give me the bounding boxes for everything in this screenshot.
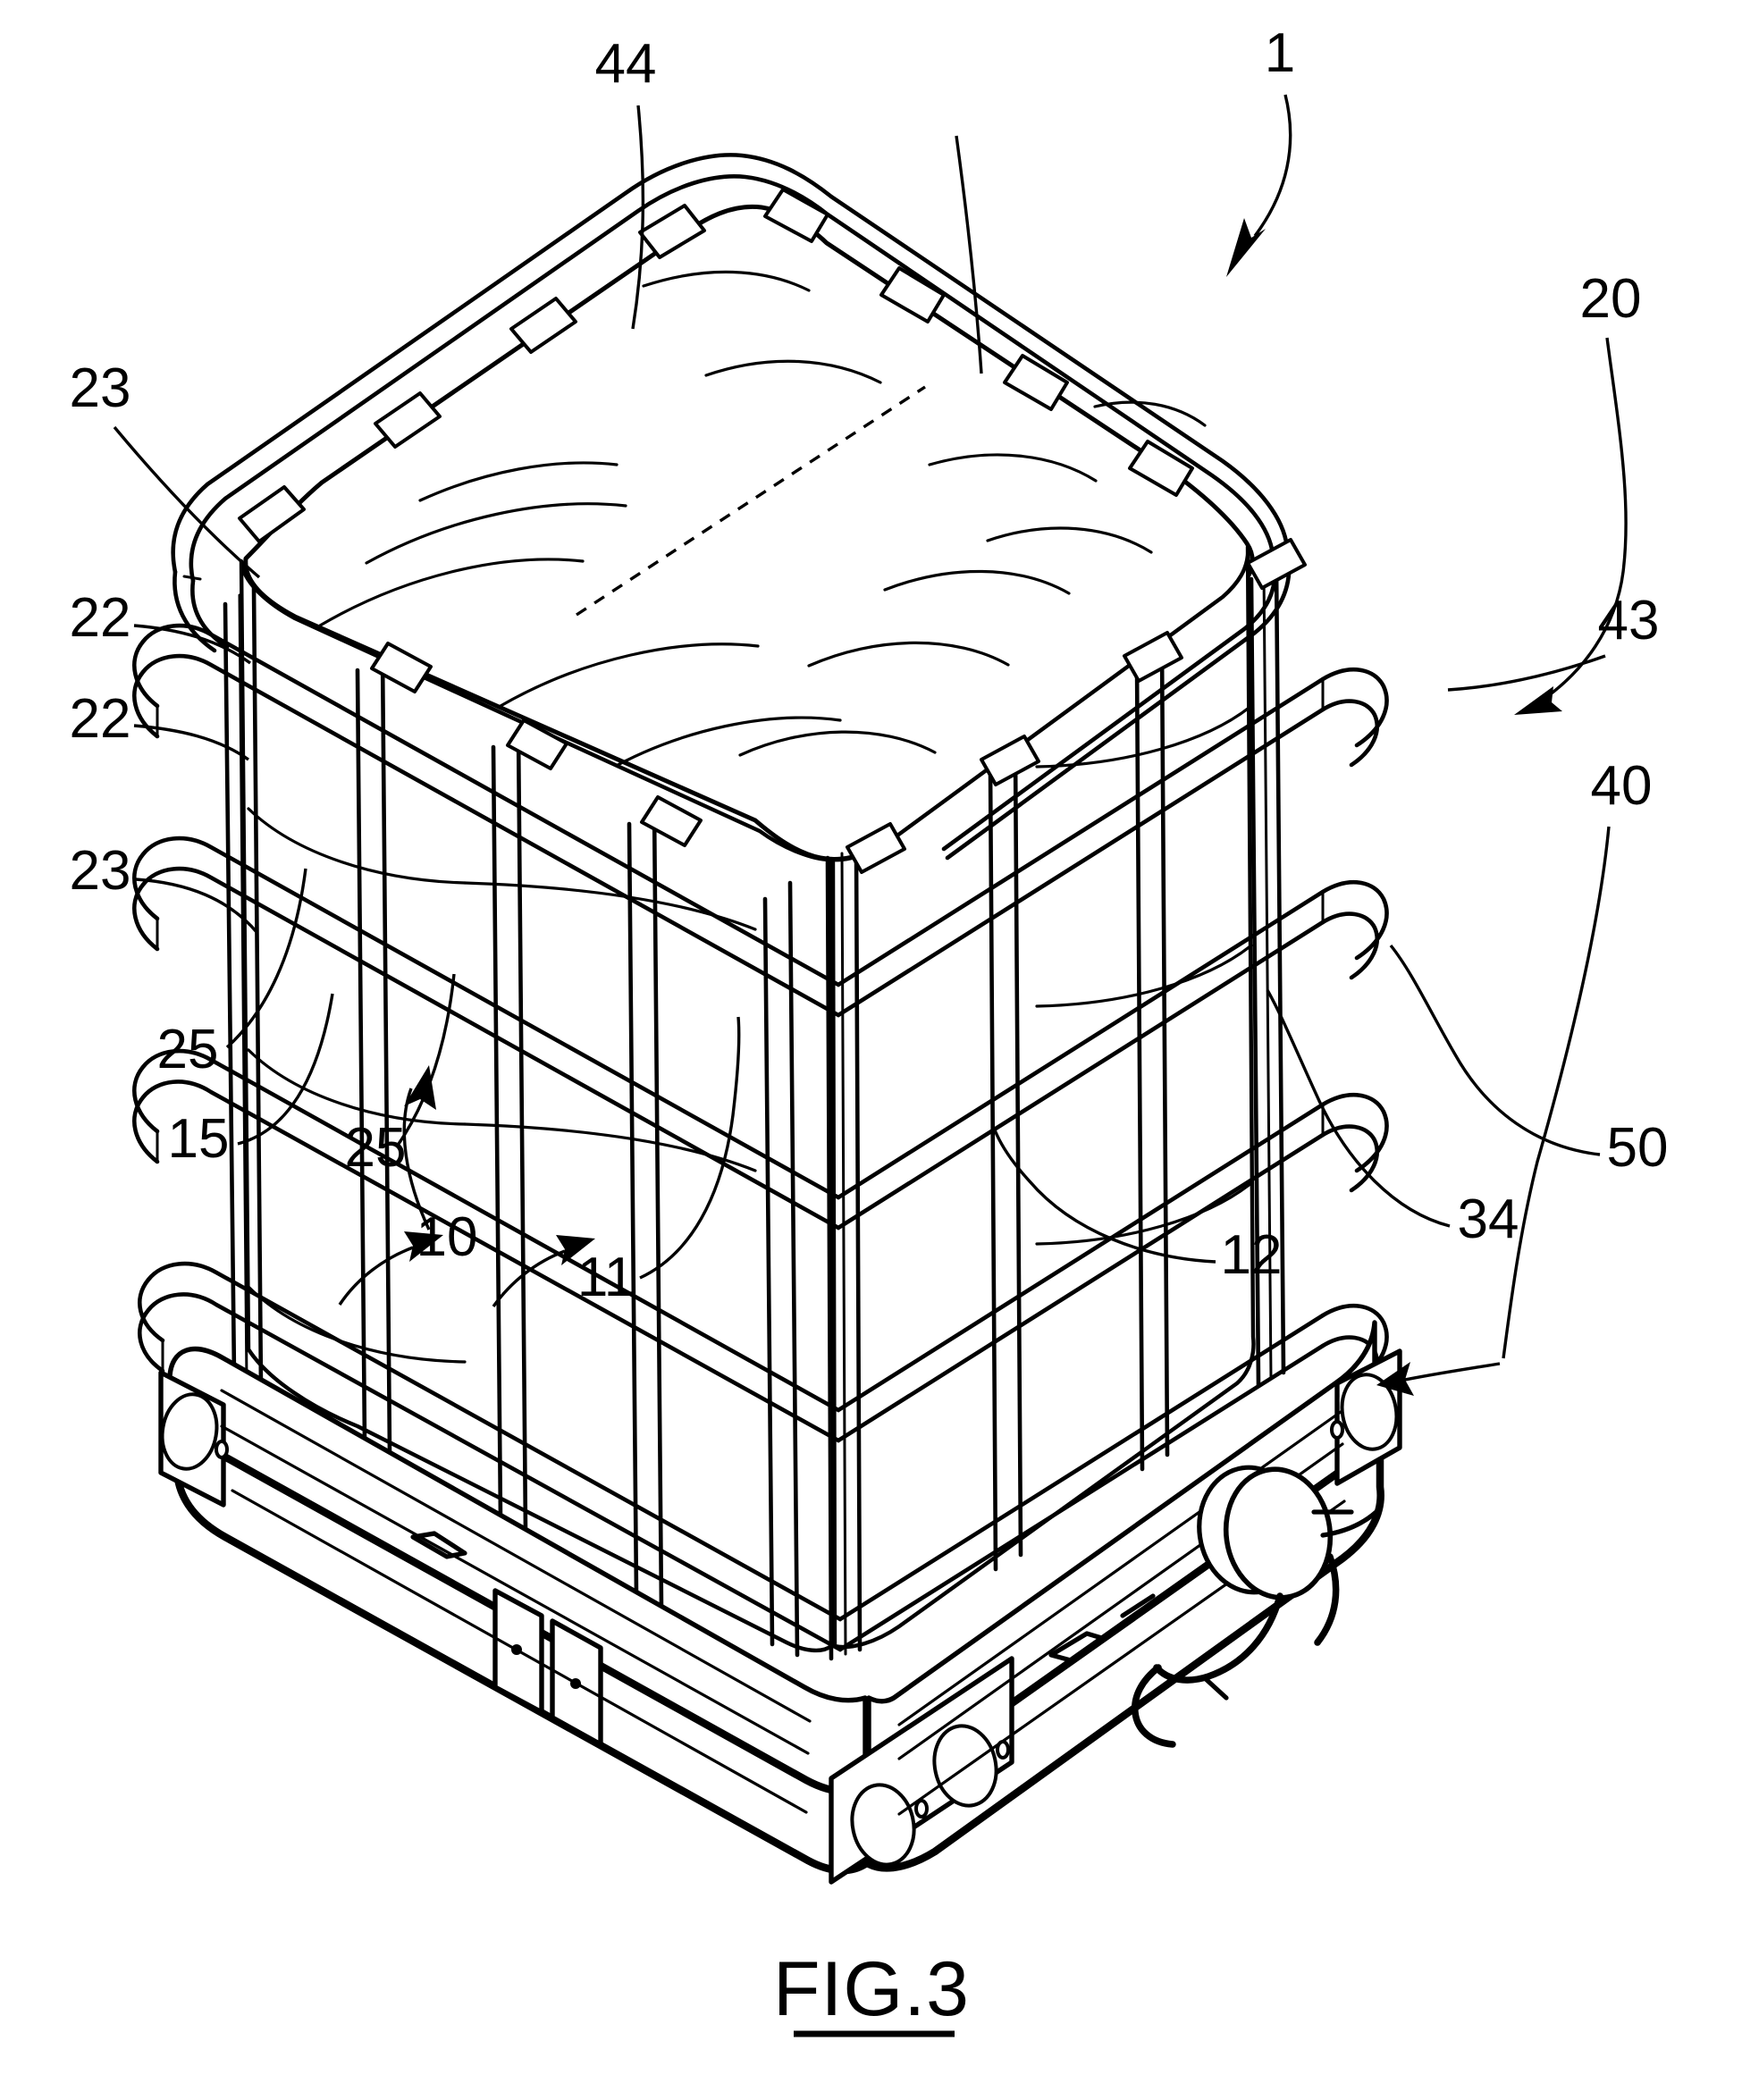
leader-10 bbox=[402, 1065, 436, 1231]
figure-caption: FIG.3 bbox=[773, 1946, 970, 2037]
discharge-valve-assembly bbox=[1132, 1465, 1383, 1748]
cage-rail-3 bbox=[132, 836, 1389, 1231]
clip-4 bbox=[638, 204, 706, 259]
ref-numeral-44: 44 bbox=[595, 33, 657, 95]
ref-numeral-15: 15 bbox=[168, 1108, 230, 1170]
cage-post-f3 bbox=[627, 805, 664, 1611]
pallet-corner-foot-front bbox=[829, 1656, 1014, 1885]
cage-post-front-center-corner bbox=[825, 846, 863, 1661]
cage-post-front-left-corner bbox=[223, 584, 264, 1391]
leader-line-40 bbox=[1502, 826, 1611, 1359]
ref-numeral-43: 43 bbox=[1598, 590, 1660, 651]
leader-1 bbox=[1226, 94, 1292, 277]
inner-liner-top bbox=[243, 204, 1255, 861]
ref-numeral-25-lower: 25 bbox=[345, 1117, 407, 1179]
pallet-base bbox=[158, 1320, 1402, 1885]
cage-rail-clips bbox=[238, 188, 1307, 874]
arrow-liner-left-b bbox=[492, 1235, 595, 1307]
leader-line-23-upper bbox=[113, 425, 261, 579]
internal-indicator-arrows bbox=[338, 1231, 1501, 1396]
leader-line-25-lower bbox=[397, 973, 456, 1145]
clip-12 bbox=[846, 822, 906, 874]
pallet-corner-foot-right bbox=[1330, 1348, 1402, 1486]
leader-line-15 bbox=[237, 993, 334, 1146]
pallet-corner-foot-left bbox=[158, 1370, 229, 1508]
clip-3 bbox=[509, 297, 577, 354]
ref-numeral-12: 12 bbox=[1221, 1224, 1283, 1286]
ref-numeral-22-upper: 22 bbox=[70, 587, 131, 649]
clip-15 bbox=[370, 642, 433, 693]
cage-rail-2 bbox=[132, 623, 1389, 1018]
ref-numeral-20: 20 bbox=[1580, 268, 1642, 330]
ref-numeral-34: 34 bbox=[1458, 1189, 1519, 1250]
leader-line-22-upper bbox=[133, 624, 251, 665]
arrow-liner-left-a bbox=[338, 1231, 443, 1306]
clip-13 bbox=[640, 795, 703, 847]
cage-post-r2 bbox=[1134, 643, 1170, 1472]
leader-line-22-lower bbox=[133, 724, 249, 761]
cage-post-f2 bbox=[491, 728, 528, 1534]
cage-post-r1 bbox=[988, 748, 1023, 1572]
clip-9 bbox=[1246, 538, 1307, 590]
leader-line-43 bbox=[1447, 654, 1606, 692]
clip-14 bbox=[506, 718, 568, 770]
clip-6 bbox=[879, 266, 946, 323]
ref-numeral-1: 1 bbox=[1265, 22, 1295, 84]
ref-numeral-40: 40 bbox=[1591, 755, 1653, 817]
leader-line-23-lower bbox=[135, 878, 259, 935]
leader-line-34 bbox=[1266, 989, 1451, 1228]
ref-numeral-23-upper: 23 bbox=[70, 357, 131, 419]
ref-numeral-11: 11 bbox=[577, 1247, 635, 1308]
leader-line-12 bbox=[992, 1127, 1216, 1264]
leader-44 bbox=[955, 135, 983, 374]
ref-numeral-10: 10 bbox=[417, 1206, 478, 1268]
cage-post-right-corner bbox=[1249, 562, 1286, 1388]
leader-line-25-upper bbox=[225, 868, 307, 1049]
clip-7 bbox=[1003, 354, 1069, 411]
clip-5 bbox=[763, 188, 829, 243]
clip-8 bbox=[1128, 440, 1194, 497]
clip-2 bbox=[374, 391, 442, 449]
ref-numeral-25-upper: 25 bbox=[157, 1019, 219, 1080]
leader-20 bbox=[1514, 337, 1628, 715]
clip-11 bbox=[980, 735, 1040, 786]
leader-line-44 bbox=[631, 105, 645, 330]
ref-numeral-50: 50 bbox=[1607, 1117, 1669, 1179]
figure-caption-text: FIG.3 bbox=[773, 1946, 970, 2032]
cage-post-f1 bbox=[355, 651, 392, 1457]
cage-rail-4 bbox=[132, 1048, 1389, 1443]
clip-10 bbox=[1123, 631, 1183, 683]
cage-post-f4 bbox=[762, 880, 800, 1658]
ref-numeral-23-lower: 23 bbox=[70, 840, 131, 902]
arrow-liner-right bbox=[1376, 1362, 1501, 1396]
cage-horizontal-tubes bbox=[132, 153, 1389, 1652]
cage-vertical-tubes bbox=[223, 562, 1286, 1661]
clip-1 bbox=[238, 485, 306, 543]
leader-line-50 bbox=[1389, 944, 1601, 1156]
ref-numeral-22-lower: 22 bbox=[70, 688, 131, 750]
leader-line-11 bbox=[639, 1016, 741, 1280]
